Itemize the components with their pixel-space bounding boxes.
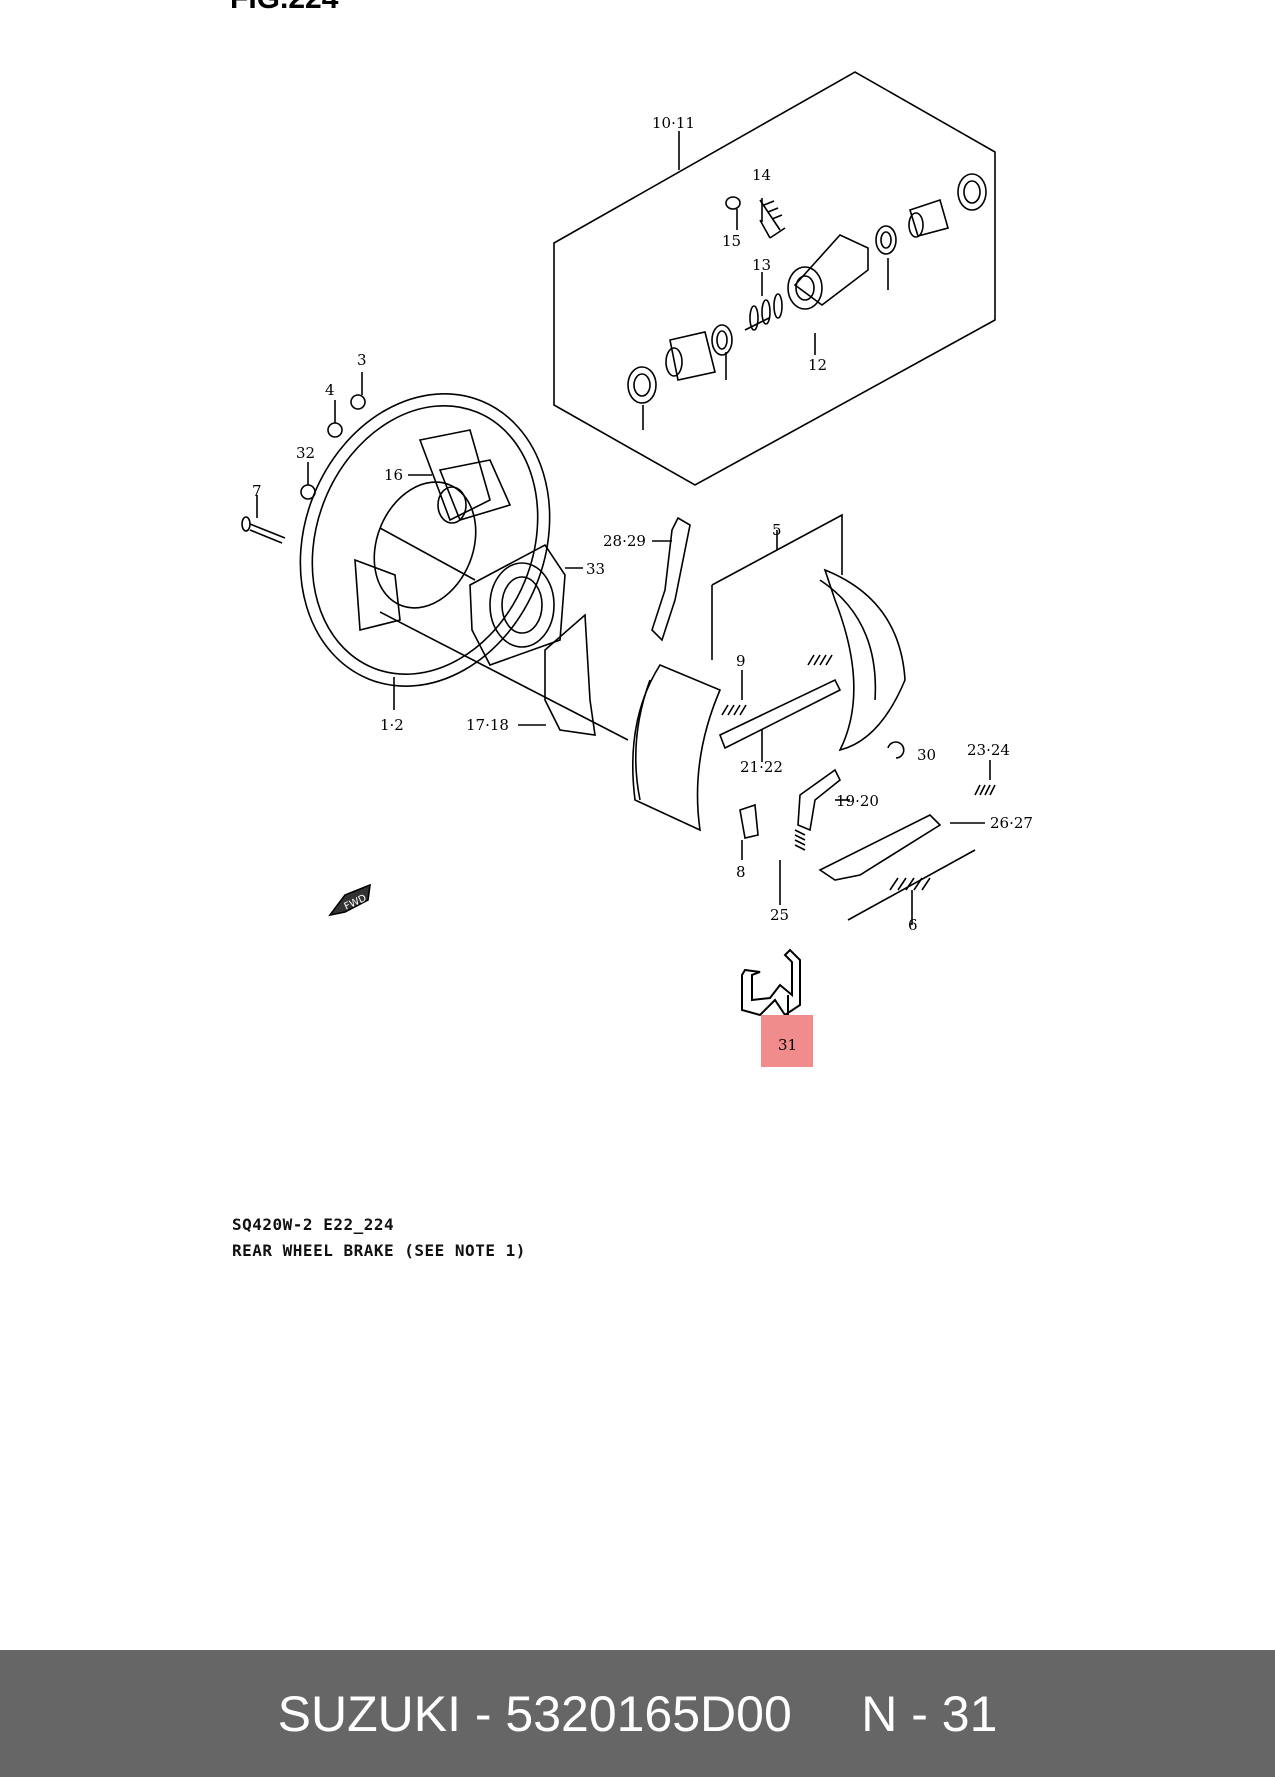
shoe-group-bracket bbox=[711, 513, 843, 586]
footer-part-label: SUZUKI - 5320165D00 N - 31 bbox=[277, 1685, 998, 1742]
callout-16: 16 bbox=[384, 466, 403, 484]
callout-1-2: 1·2 bbox=[380, 716, 404, 734]
hold-down-pin bbox=[739, 803, 759, 860]
callout-21-22: 21·22 bbox=[740, 758, 783, 776]
callout-32: 32 bbox=[296, 444, 315, 462]
callout-13: 13 bbox=[752, 256, 771, 274]
callout-8: 8 bbox=[736, 863, 746, 881]
diagram-title: REAR WHEEL BRAKE (SEE NOTE 1) bbox=[232, 1241, 526, 1260]
backing-plate bbox=[299, 393, 551, 710]
callout-15: 15 bbox=[722, 232, 741, 250]
callout-28-29: 28·29 bbox=[603, 532, 646, 550]
fwd-arrow-icon bbox=[328, 883, 371, 917]
callout-31: 31 bbox=[778, 1036, 797, 1054]
nuts bbox=[300, 372, 366, 500]
callout-6: 6 bbox=[908, 916, 918, 934]
callout-10-11: 10·11 bbox=[652, 114, 695, 132]
callout-30: 30 bbox=[917, 746, 936, 764]
figure-label: FIG.224 bbox=[230, 0, 339, 15]
callout-33: 33 bbox=[586, 560, 605, 578]
callout-17-18: 17·18 bbox=[466, 716, 509, 734]
brake-shoes bbox=[632, 568, 906, 832]
callout-14: 14 bbox=[752, 166, 771, 184]
springs bbox=[721, 654, 996, 925]
callout-5: 5 bbox=[772, 521, 782, 539]
adjuster-strut bbox=[718, 678, 842, 762]
footer-bar: SUZUKI - 5320165D00 N - 31 bbox=[0, 1650, 1275, 1777]
callout-25: 25 bbox=[770, 906, 789, 924]
wheel-cylinder-group-box bbox=[553, 71, 996, 486]
plate-wheel-cylinder bbox=[408, 459, 512, 524]
adjusting-lever bbox=[797, 768, 850, 832]
parking-brake-lever bbox=[818, 814, 985, 881]
bolt-7 bbox=[241, 495, 286, 544]
callout-3: 3 bbox=[357, 351, 367, 369]
hub-flange bbox=[469, 543, 583, 666]
callout-9: 9 bbox=[736, 652, 746, 670]
callout-23-24: 23·24 bbox=[967, 741, 1010, 759]
callout-highlight-box bbox=[761, 1015, 813, 1067]
diagram-code: SQ420W-2 E22_224 bbox=[232, 1215, 395, 1234]
exploded-parts-diagram: FIG.224 bbox=[230, 0, 1033, 1067]
callout-19-20: 19·20 bbox=[836, 792, 879, 810]
callout-4: 4 bbox=[325, 381, 335, 399]
callout-12: 12 bbox=[808, 356, 827, 374]
callout-26-27: 26·27 bbox=[990, 814, 1033, 832]
parking-lever bbox=[651, 516, 691, 642]
cover-plate bbox=[518, 613, 596, 736]
callout-7: 7 bbox=[252, 482, 262, 500]
wheel-cylinder-parts bbox=[627, 173, 987, 430]
retaining-ring bbox=[887, 741, 905, 759]
